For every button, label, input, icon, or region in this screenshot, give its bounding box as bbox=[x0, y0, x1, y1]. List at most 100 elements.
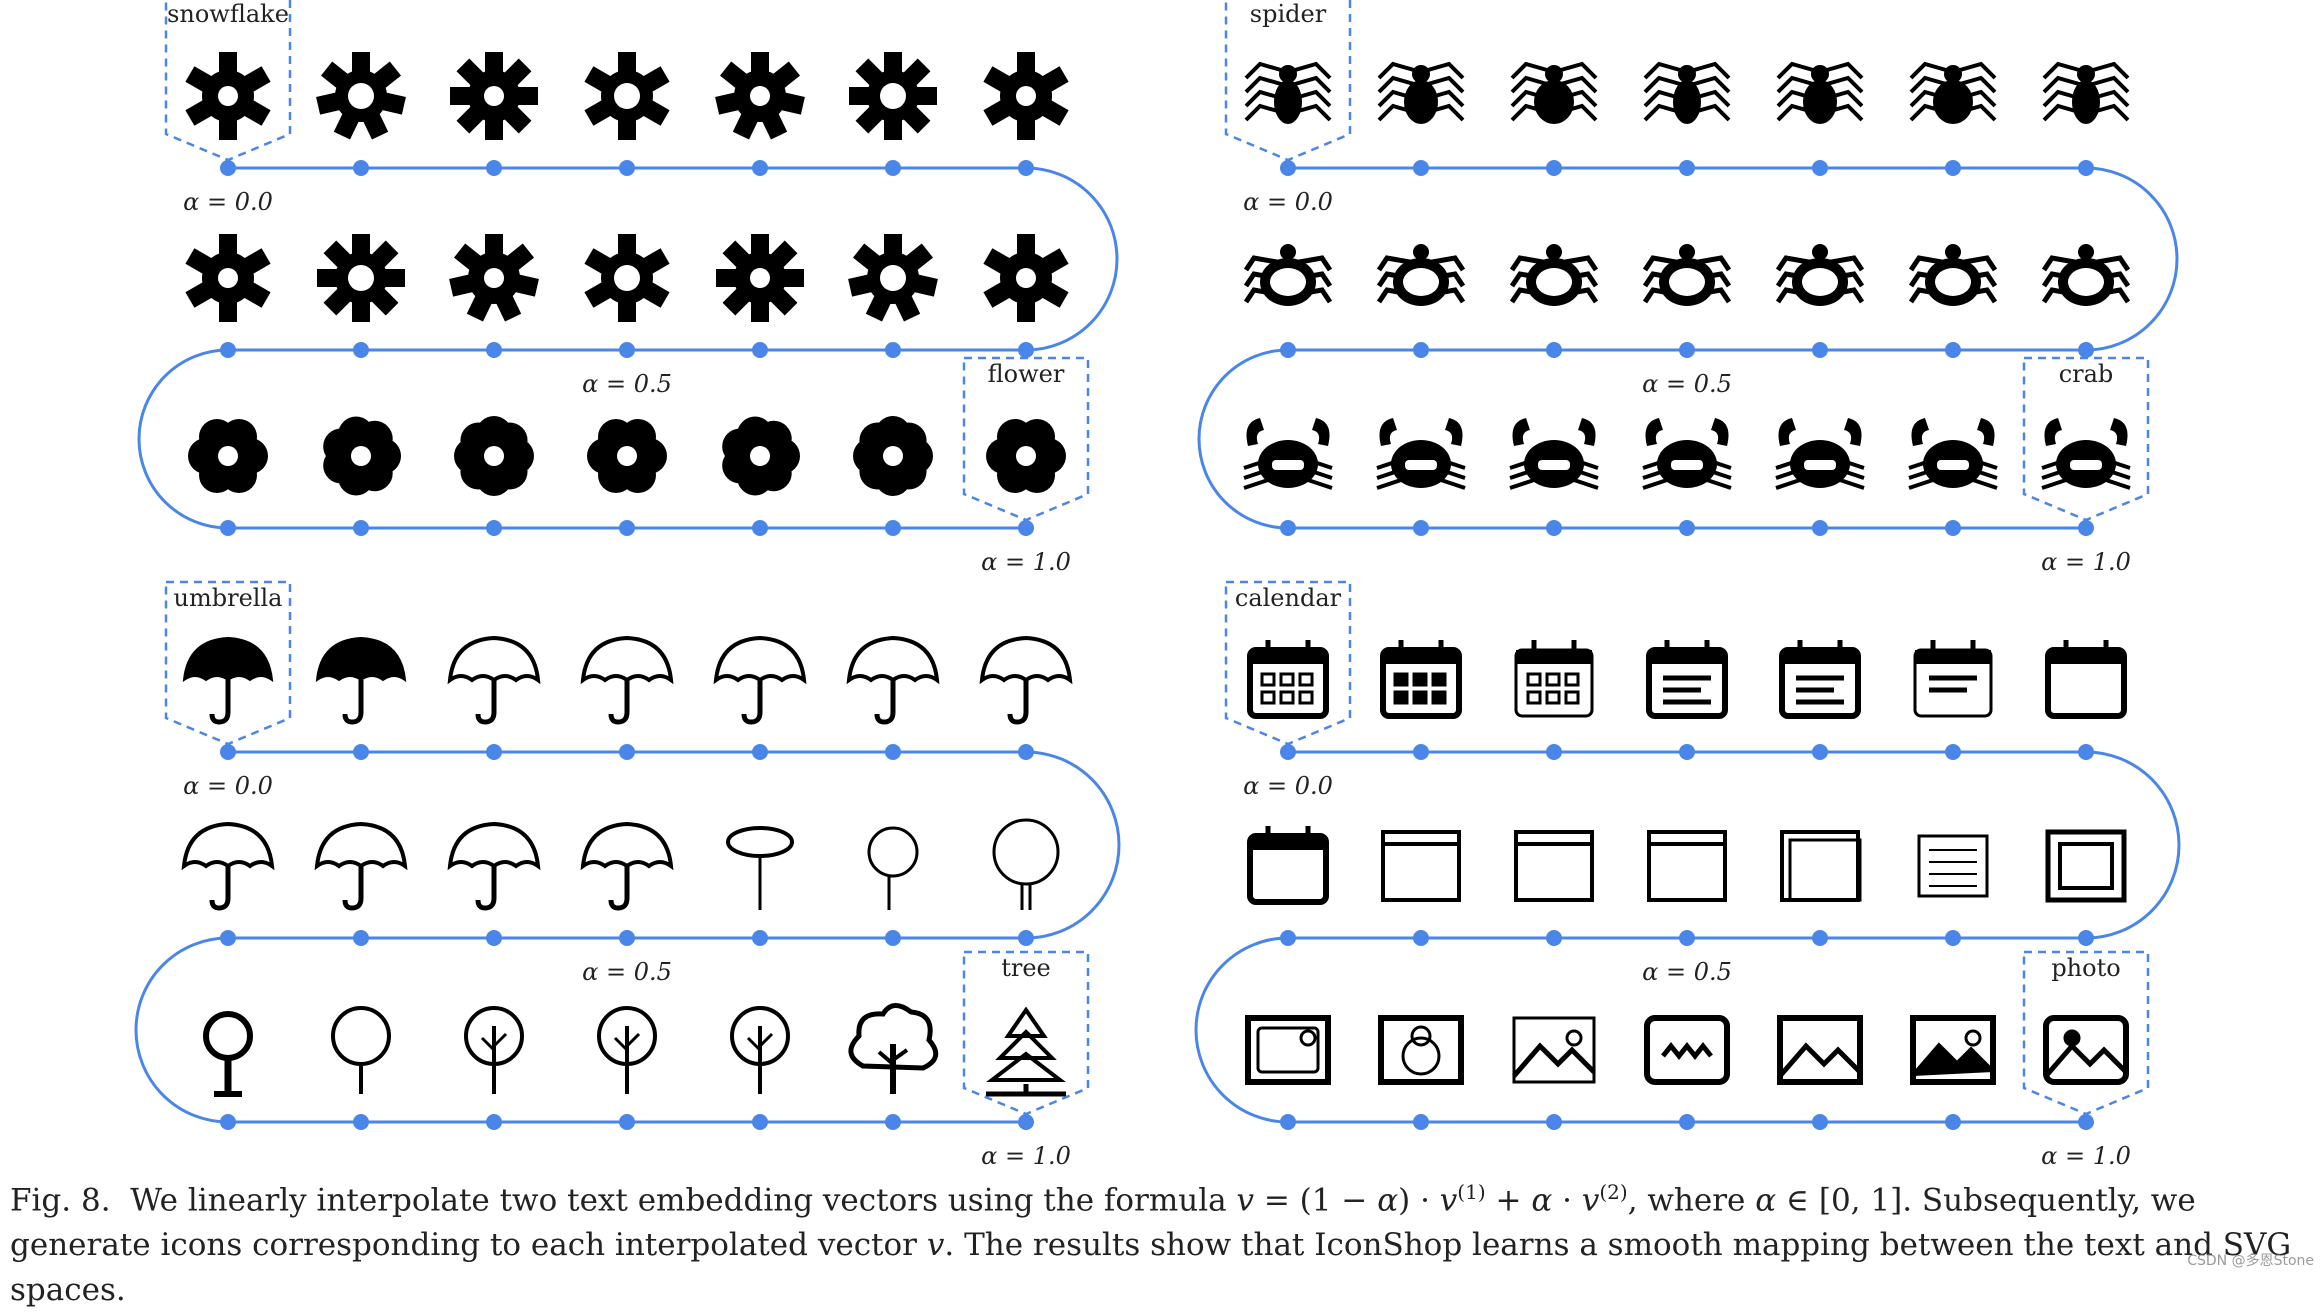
crab-icon bbox=[1376, 418, 1466, 490]
interpolation-node bbox=[1280, 1114, 1296, 1130]
interpolation-node bbox=[1018, 744, 1034, 760]
interpolation-node bbox=[752, 930, 768, 946]
interpolation-node bbox=[885, 744, 901, 760]
document-icon bbox=[1917, 834, 1989, 898]
interpolation-node bbox=[1945, 520, 1961, 536]
alpha-label: α = 0.5 bbox=[1642, 958, 1732, 986]
interpolation-node bbox=[220, 744, 236, 760]
bug-icon bbox=[2041, 244, 2131, 306]
interpolation-node bbox=[353, 520, 369, 536]
end-callout bbox=[2022, 950, 2150, 1116]
formula-sup1: (1) bbox=[1457, 1180, 1486, 1204]
interpolation-node bbox=[1018, 160, 1034, 176]
snowflake-icon bbox=[983, 52, 1069, 140]
calendar-icon bbox=[1514, 640, 1594, 718]
alpha-label: α = 0.0 bbox=[183, 772, 273, 800]
interpolation-node bbox=[1018, 930, 1034, 946]
interpolation-node bbox=[619, 744, 635, 760]
interpolation-node bbox=[1546, 1114, 1562, 1130]
interpolation-node bbox=[1945, 160, 1961, 176]
interpolation-node bbox=[752, 744, 768, 760]
snowflake-icon bbox=[716, 234, 804, 322]
tree-icon bbox=[730, 1006, 790, 1094]
bug-icon bbox=[1908, 244, 1998, 306]
interpolation-node bbox=[1679, 744, 1695, 760]
umbrella-icon bbox=[846, 635, 940, 725]
formula-alpha: α bbox=[1377, 1182, 1399, 1219]
alpha-label: α = 0.0 bbox=[1243, 188, 1333, 216]
bug-icon bbox=[1376, 244, 1466, 306]
interpolation-node bbox=[619, 1114, 635, 1130]
end-callout bbox=[2022, 356, 2150, 522]
bug-icon bbox=[1509, 244, 1599, 306]
flower-icon bbox=[454, 416, 534, 496]
interpolation-node bbox=[619, 520, 635, 536]
alpha-label: α = 1.0 bbox=[2041, 1142, 2131, 1170]
formula-v3: v bbox=[926, 1227, 945, 1264]
alpha-label: α = 0.5 bbox=[1642, 370, 1732, 398]
formula-mid: ) · bbox=[1398, 1182, 1440, 1219]
photo-icon bbox=[1910, 1015, 1996, 1085]
snowflake-icon bbox=[185, 52, 271, 140]
umbrella-icon bbox=[182, 636, 274, 725]
interpolation-node bbox=[486, 342, 502, 358]
interpolation-node bbox=[486, 744, 502, 760]
interpolation-node bbox=[220, 160, 236, 176]
interpolation-node bbox=[1280, 744, 1296, 760]
caption-text-2: , where bbox=[1627, 1182, 1756, 1219]
umbrella-icon bbox=[181, 821, 275, 911]
start-callout bbox=[1224, 580, 1352, 746]
interpolation-node bbox=[353, 930, 369, 946]
crab-icon bbox=[1509, 418, 1599, 490]
tree-icon bbox=[331, 1006, 391, 1094]
interpolation-node bbox=[1945, 342, 1961, 358]
alpha-label: α = 1.0 bbox=[2041, 548, 2131, 576]
interpolation-node bbox=[1679, 930, 1695, 946]
interpolation-node bbox=[1546, 744, 1562, 760]
interpolation-node bbox=[1280, 930, 1296, 946]
interpolation-node bbox=[1280, 342, 1296, 358]
balloon-icon bbox=[726, 826, 794, 910]
interpolation-node bbox=[1812, 520, 1828, 536]
flower-icon bbox=[722, 416, 800, 496]
bug-icon bbox=[1243, 244, 1333, 306]
snowflake-icon bbox=[449, 234, 539, 322]
interpolation-node bbox=[1280, 160, 1296, 176]
formula-alpha3: α bbox=[1755, 1182, 1777, 1219]
snowflake-icon bbox=[715, 52, 805, 140]
interpolation-node bbox=[619, 930, 635, 946]
watermark: CSDN @多恩Stone bbox=[2187, 1253, 2314, 1269]
spider-icon bbox=[2042, 61, 2130, 124]
tree-icon bbox=[203, 1011, 253, 1097]
interpolation-node bbox=[1413, 160, 1429, 176]
interpolation-node bbox=[1679, 520, 1695, 536]
spider-icon bbox=[1643, 61, 1731, 124]
interpolation-node bbox=[885, 520, 901, 536]
balloon-icon bbox=[867, 826, 919, 910]
photo-icon bbox=[1245, 1015, 1331, 1085]
flower-icon bbox=[986, 418, 1066, 494]
caption-text-1: We linearly interpolate two text embeddi… bbox=[130, 1182, 1227, 1219]
frame-icon bbox=[1514, 830, 1594, 902]
calendar-icon bbox=[1247, 826, 1329, 905]
interpolation-node bbox=[619, 342, 635, 358]
interpolation-node bbox=[752, 1114, 768, 1130]
interpolation-node bbox=[1945, 930, 1961, 946]
snowflake-icon bbox=[185, 234, 271, 322]
interpolation-node bbox=[486, 160, 502, 176]
tree-icon bbox=[597, 1006, 657, 1094]
tree-icon bbox=[848, 1003, 939, 1094]
interpolation-node bbox=[1018, 1114, 1034, 1130]
start-label: umbrella bbox=[174, 584, 283, 612]
frame-icon bbox=[1381, 830, 1461, 902]
frame-icon bbox=[1647, 830, 1727, 902]
end-callout bbox=[962, 950, 1090, 1116]
snowflake-icon bbox=[584, 52, 670, 140]
interpolation-node bbox=[353, 1114, 369, 1130]
interpolation-node bbox=[1679, 160, 1695, 176]
interpolation-node bbox=[752, 160, 768, 176]
calendar-icon bbox=[1646, 640, 1728, 719]
start-label: calendar bbox=[1235, 584, 1342, 612]
